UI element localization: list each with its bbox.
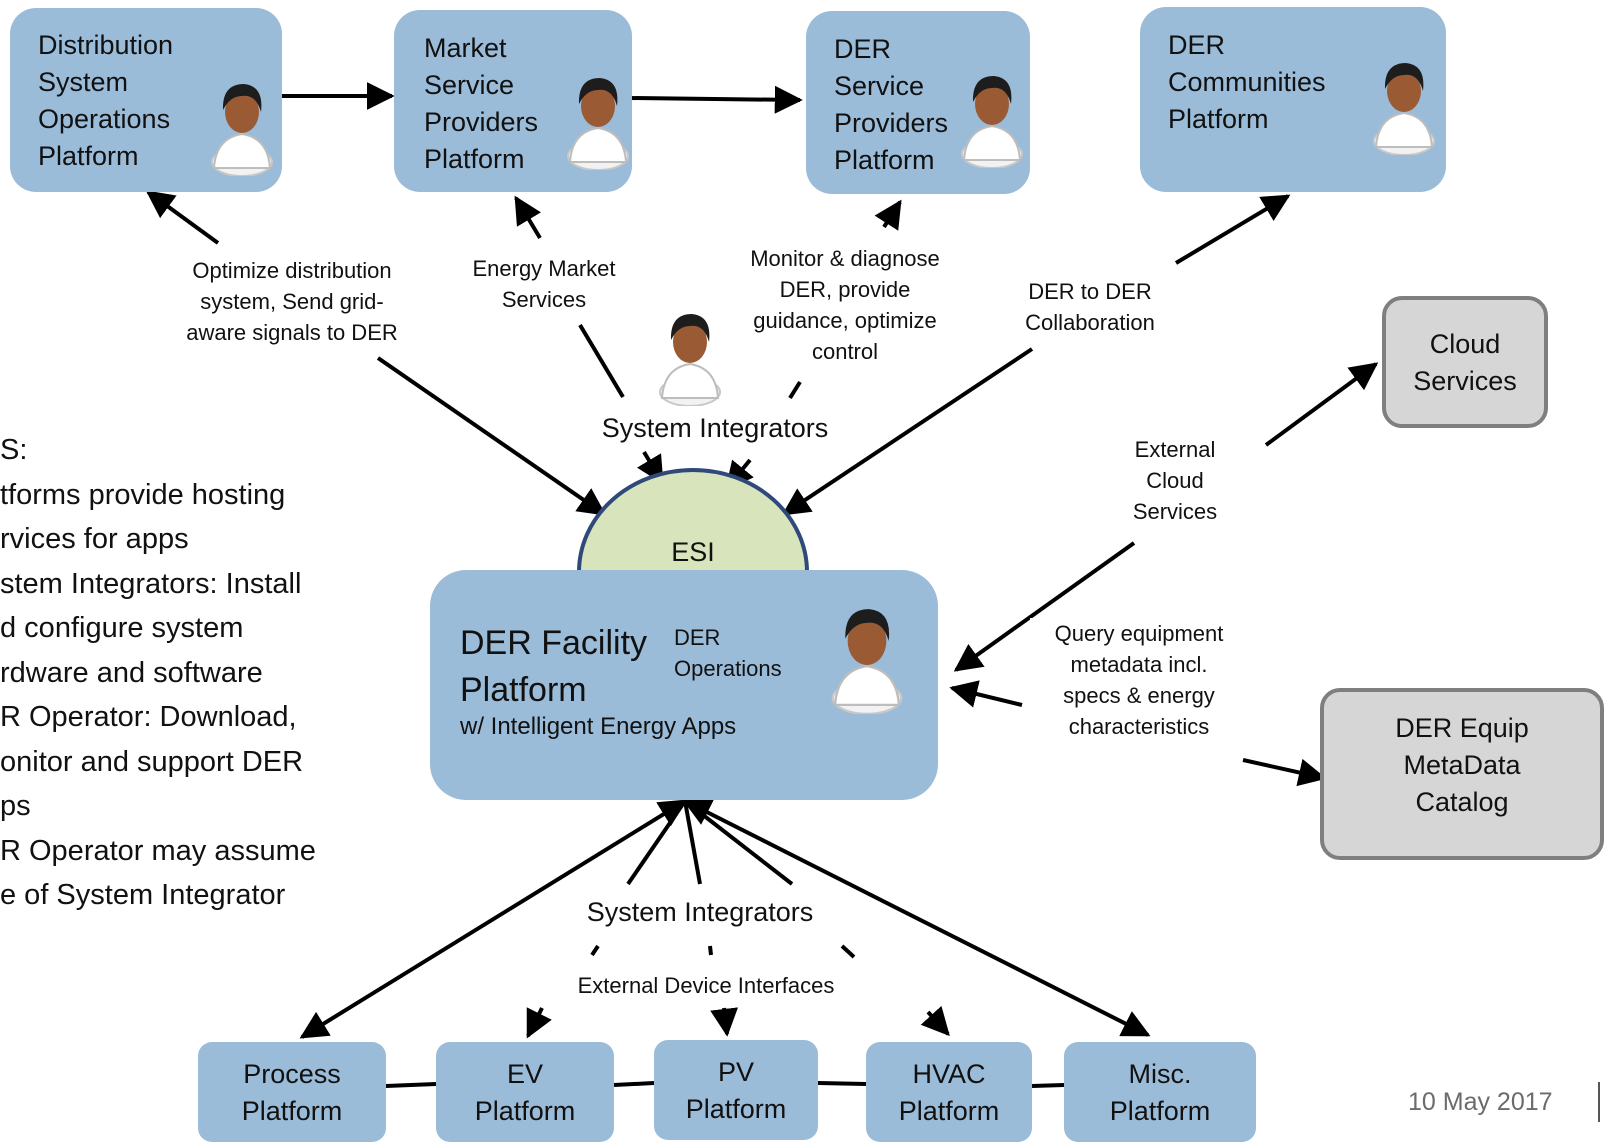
external-cloud-label: External Cloud Services [1120,434,1230,527]
line-energy-market [578,323,625,399]
arrow-market-to-der-service [629,85,803,114]
esi-dome [576,468,810,574]
pv-platform-box [654,1040,818,1140]
arrow-cloud-to-facility [953,541,1136,672]
hvac-platform-label: HVAC Platform [898,1059,1000,1126]
monitor-label: Monitor & diagnose DER, provide guidance… [734,243,956,367]
notes-text: S: tforms provide hosting rvices for app… [0,434,316,911]
arrow-hvac [920,1005,950,1037]
process-platform-label: Process Platform [241,1059,343,1126]
link-pv-hvac [817,1081,867,1086]
system-integrators-top-label: System Integrators [586,410,844,446]
misc-platform-label: Misc. Platform [1109,1059,1211,1126]
link-ev-pv [613,1081,655,1087]
query-metadata-label: Query equipment metadata incl. specs & e… [1030,618,1248,742]
der-facility-subtitle: w/ Intelligent Energy Apps [460,713,737,740]
line-pv-upper [683,800,702,885]
misc-platform-box [1064,1042,1256,1142]
line-monitor-down [788,380,802,400]
arrow-process [299,799,688,1039]
external-device-interfaces-label: External Device Interfaces [556,970,856,1001]
ev-platform-label: EV Platform [474,1059,576,1126]
der-facility-title: DER Facility Platform [460,624,648,709]
cloud-services-box [1382,296,1548,428]
der-operations-label: DER Operations [674,625,782,681]
market-platform-label: Market Service Providers Platform [424,33,539,174]
arrow-cloud [1264,362,1379,447]
energy-market-label: Energy Market Services [462,253,626,315]
link-hvac-misc [1031,1083,1065,1088]
cloud-services-label: Cloud Services [1413,329,1517,396]
slide-date: 10 May 2017 [1408,1088,1553,1116]
ev-platform-box [436,1042,614,1142]
person-icon [831,609,903,714]
der-equip-metadata-catalog-label: DER Equip MetaData Catalog [1395,713,1529,817]
person-icon [659,314,721,406]
arrow-energy-market-up [514,195,542,240]
arrow-optimize-up [145,190,220,245]
link-process-ev [385,1082,437,1088]
process-platform-box [198,1042,386,1142]
arrow-misc [682,799,1151,1037]
line-hvac-mid [840,944,856,959]
hvac-platform-box [866,1042,1032,1142]
line-pv-mid [708,945,713,956]
arrow-optimize-down [376,356,607,516]
der-to-der-label: DER to DER Collaboration [1008,276,1172,338]
arrow-der-to-der-down [781,347,1034,516]
person-icon [567,78,629,170]
arrow-to-catalog [1242,758,1327,787]
system-integrators-bottom-label: System Integrators [566,894,834,930]
person-icon [1373,63,1435,155]
arrow-der-to-der-up [1174,194,1291,265]
pv-platform-label: PV Platform [685,1057,787,1124]
distribution-platform-label: Distribution System Operations Platform [38,30,174,171]
arrow-monitor-up [874,199,902,231]
person-icon [211,84,273,176]
arrow-ev [526,1007,552,1039]
line-hvac-upper [683,799,794,886]
arrow-query-to-facility [949,680,1023,708]
arrow-pv [710,1007,739,1037]
line-ev-mid [590,944,600,957]
optimize-label: Optimize distribution system, Send grid-… [174,255,410,348]
der-equip-metadata-catalog-box [1320,688,1604,860]
footer-divider [1598,1082,1600,1122]
communities-platform-label: DER Communities Platform [1168,30,1326,134]
der-service-platform-label: DER Service Providers Platform [834,34,949,175]
person-icon [961,76,1023,168]
line-ev-upper [626,799,687,886]
esi-label: ESI [671,537,715,567]
